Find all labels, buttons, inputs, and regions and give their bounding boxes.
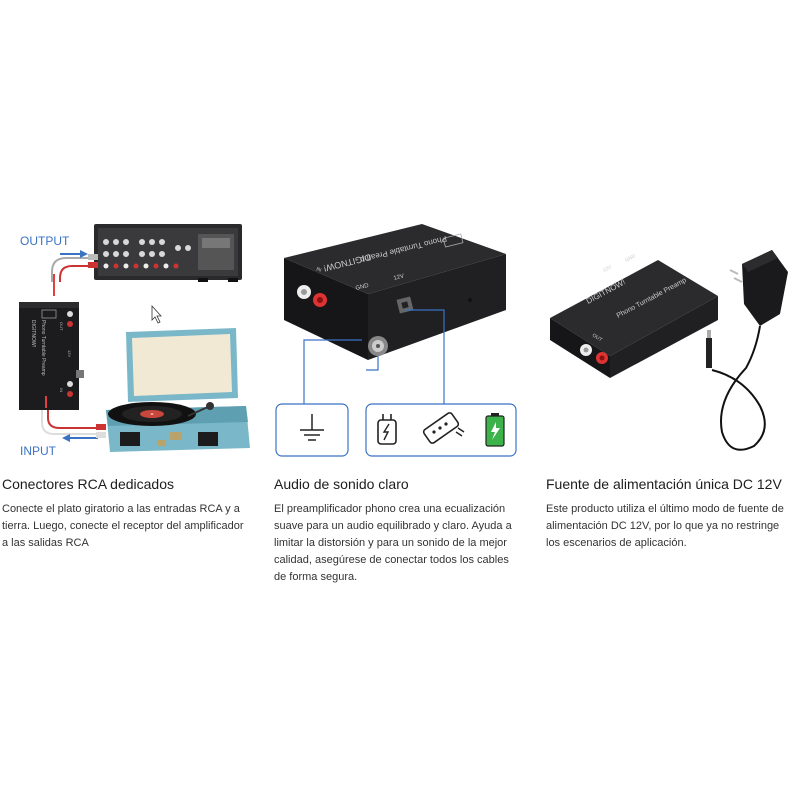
output-cable — [51, 250, 98, 296]
battery-icon — [485, 413, 505, 447]
audio-clear-diagram: DIGITNOW! Phono Turntable Preamp IN GND … — [274, 210, 526, 460]
device-port-dc-text: 12V — [602, 264, 613, 274]
cursor-arrow-icon — [151, 304, 162, 324]
device-port-dc-text: 12V — [67, 350, 72, 357]
feature-panel-rca: DIGITNOW! Phono Turntable Preamp OUT IN … — [2, 210, 254, 600]
preamp-device-image: DIGITNOW! Phono Turntable Preamp OUT GND… — [550, 253, 718, 378]
panel-description: El preamplificador phono crea una ecuali… — [274, 503, 512, 583]
panel-description: Conecte el plato giratorio a las entrada… — [2, 503, 244, 549]
preamp-device-image: DIGITNOW! Phono Turntable Preamp IN GND … — [284, 224, 506, 360]
power-adapter-image — [706, 250, 788, 451]
device-port-out-text: OUT — [59, 322, 64, 331]
panel-title: Audio de sonido claro — [274, 476, 409, 492]
power-supply-image: DIGITNOW! Phono Turntable Preamp OUT GND… — [546, 210, 798, 460]
device-port-gnd-text: GND — [624, 253, 637, 264]
output-label: OUTPUT — [20, 234, 70, 248]
power-adapter-icon — [377, 414, 397, 445]
turntable-image — [106, 328, 250, 452]
device-port-gnd-text: GND — [355, 283, 370, 292]
feature-panel-audio: DIGITNOW! Phono Turntable Preamp IN GND … — [274, 210, 526, 600]
panel-title: Fuente de alimentación única DC 12V — [546, 476, 782, 492]
panel-description: Este producto utiliza el último modo de … — [546, 503, 784, 549]
device-brand-text: DIGITNOW! — [30, 320, 36, 347]
input-cable — [41, 396, 106, 442]
preamp-device-image: DIGITNOW! Phono Turntable Preamp OUT IN … — [19, 302, 84, 410]
device-port-dc-text: 12V — [393, 274, 405, 282]
amplifier-receiver-image — [94, 224, 242, 282]
device-model-text: Phono Turntable Preamp — [40, 320, 46, 376]
panel-title: Conectores RCA dedicados — [2, 476, 174, 492]
remote-control-icon — [422, 412, 465, 444]
connector-lines — [303, 309, 445, 404]
input-label: INPUT — [20, 444, 56, 458]
feature-panel-power: DIGITNOW! Phono Turntable Preamp OUT GND… — [546, 210, 798, 600]
power-box — [365, 403, 517, 457]
device-port-in-text: IN — [315, 266, 322, 273]
rca-connection-diagram: DIGITNOW! Phono Turntable Preamp OUT IN … — [2, 210, 254, 460]
device-port-in-text: IN — [59, 388, 64, 392]
device-port-out-text: OUT — [591, 333, 603, 344]
ground-box — [275, 403, 349, 457]
ground-icon — [300, 414, 324, 441]
